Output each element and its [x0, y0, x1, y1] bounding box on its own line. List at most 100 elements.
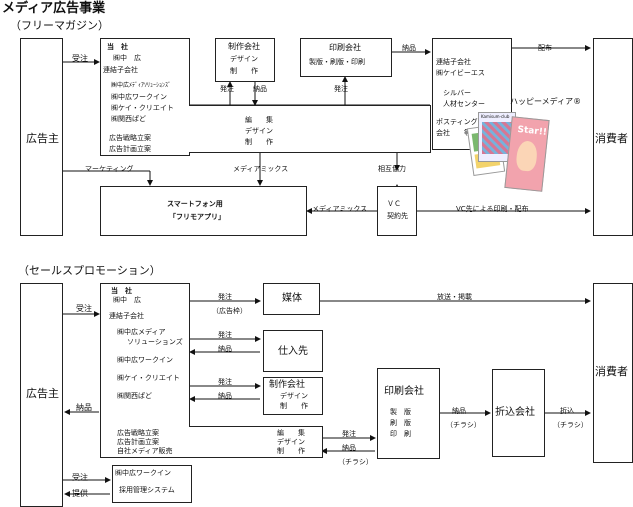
- workin-box: ㈱中広ワークイン 採用管理システム: [112, 465, 192, 503]
- subsidiary-box-line: ㈱ケイビーエス: [436, 69, 485, 77]
- consumer-label: 消費者: [595, 365, 628, 378]
- editing-region-2: 編 集 デザイン 制 作: [189, 426, 323, 458]
- order-out-label: 発注: [220, 85, 234, 93]
- posting-line: 会社 等: [436, 129, 471, 137]
- subsidiary-box-line: 連結子会社: [436, 58, 471, 66]
- flyer-label: （チラシ）: [446, 421, 481, 429]
- advertiser-box-1: 広告主: [20, 38, 63, 236]
- advertiser-label: 広告主: [26, 132, 59, 145]
- company-box-1: 当 社 ㈱中 広 連結子会社 ㈱中広ﾒﾃﾞｨｱｿﾘｭｰｼｮﾝｽﾞ ㈱中広ワークイ…: [100, 38, 190, 156]
- section1-label: （フリーマガジン）: [10, 19, 109, 32]
- magazine-title: Kamisum-club: [481, 114, 510, 119]
- strategy-line: 自社メディア販売: [117, 447, 173, 455]
- media-mix-label-2: メディアミックス: [312, 205, 368, 213]
- consumer-box-2: 消費者: [593, 283, 633, 463]
- editing-line: デザイン: [245, 127, 273, 135]
- order-in-label: 受注: [72, 473, 88, 482]
- editing-line: 編 集: [277, 429, 305, 437]
- delivery-back-label: 納品: [76, 403, 92, 412]
- media-box: 媒体: [263, 283, 320, 315]
- production-line: デザイン: [230, 55, 258, 63]
- workin-label: ㈱中広ワークイン: [115, 469, 171, 477]
- order-out-label: 発注: [334, 85, 348, 93]
- editing-line: デザイン: [277, 438, 305, 446]
- vc-print-label: VC先による印刷・配布: [456, 205, 529, 213]
- silver-line: シルバー: [443, 89, 471, 97]
- strategy-line: 広告戦略立案: [117, 429, 159, 437]
- insert-label: 折込: [560, 407, 574, 415]
- magazine-front-cover: Star!!: [504, 116, 550, 192]
- printing-company-box-1: 印刷会社 製版・刷版・印刷: [300, 38, 392, 77]
- magazine-star-title: Star!!: [516, 124, 548, 138]
- printing-detail: 印 刷: [390, 430, 411, 438]
- production-company-box-2: 制作会社 デザイン 制 作: [263, 377, 323, 415]
- subsidiary: ㈱ケイ・クリエイト: [111, 104, 174, 112]
- flyer-label: （チラシ）: [553, 421, 588, 429]
- delivery-label: 納品: [253, 85, 267, 93]
- insert-company-label: 折込会社: [495, 407, 535, 418]
- order-out-label: 発注: [218, 378, 232, 386]
- supplier-label: 仕入先: [278, 346, 308, 357]
- consumer-box-1: 消費者: [593, 38, 633, 236]
- advertiser-label: 広告主: [26, 387, 59, 400]
- posting-line: ポスティング: [436, 118, 478, 126]
- production-line: デザイン: [280, 392, 308, 400]
- company-line: 当 社: [107, 43, 128, 51]
- advertiser-box-2: 広告主: [20, 283, 63, 507]
- delivery-label: 納品: [452, 407, 466, 415]
- provide-label: 提供: [72, 489, 88, 498]
- app-box: スマートフォン用 「フリモアプリ」: [100, 186, 307, 236]
- subsidiary: ㈱中広ワークイン: [117, 356, 173, 364]
- production-line: 制 作: [230, 67, 258, 75]
- order-out-label: 発注: [218, 293, 232, 301]
- magazine-illustration: Kamisum-club Star!!: [466, 110, 550, 200]
- marketing-label: マーケティング: [85, 165, 134, 173]
- editing-region-1: 編 集 デザイン 制 作: [189, 105, 431, 153]
- app-line: スマートフォン用: [167, 200, 223, 208]
- printing-detail: 刷 版: [390, 419, 411, 427]
- printing-company-label: 印刷会社: [329, 43, 361, 52]
- delivery-label: 納品: [218, 345, 232, 353]
- subsidiary: ㈱関西ぱど: [117, 392, 152, 400]
- strategy-line: 広告戦略立案: [109, 134, 151, 142]
- company-line: 連結子会社: [103, 66, 138, 74]
- subsidiary: ㈱中広ワークイン: [111, 93, 167, 101]
- company-line: ㈱中 広: [113, 296, 141, 304]
- flyer-label: （チラシ）: [338, 458, 373, 466]
- delivery-label: 納品: [402, 44, 416, 52]
- vc-box: ＶＣ 契約先: [377, 186, 417, 236]
- subsidiary: ソリューションズ: [127, 338, 183, 346]
- production-line: 制作会社: [269, 380, 306, 390]
- production-company-box-1: 制作会社 デザイン 制 作: [215, 38, 275, 82]
- company-box-2: 当 社 ㈱中 広 連結子会社 ㈱中広メディア ソリューションズ ㈱中広ワークイン…: [100, 283, 190, 458]
- mutual-cooperation-label: 相互協力: [378, 165, 406, 173]
- subsidiary: ㈱ケイ・クリエイト: [117, 374, 180, 382]
- section2-label: （セールスプロモーション）: [18, 264, 161, 277]
- printing-company-label: 印刷会社: [384, 386, 424, 397]
- order-in-label: 受注: [72, 54, 88, 63]
- supplier-box: 仕入先: [263, 330, 323, 372]
- editing-line: 編 集: [245, 116, 273, 124]
- strategy-line: 広告計画立案: [109, 145, 151, 153]
- printing-detail: 製版・刷版・印刷: [309, 58, 365, 66]
- media-mix-label: メディアミックス: [233, 165, 289, 173]
- company-line: 連結子会社: [109, 312, 144, 320]
- page-title: メディア広告事業: [2, 1, 106, 16]
- consumer-label: 消費者: [595, 132, 628, 145]
- order-in-label: 受注: [76, 304, 92, 313]
- order-out-label: 発注: [218, 331, 232, 339]
- subsidiary: ㈱中広メディア: [117, 328, 166, 336]
- company-line: ㈱中 広: [113, 54, 141, 62]
- production-line: 制作会社: [228, 42, 260, 51]
- media-label: 媒体: [282, 293, 302, 304]
- vc-line: ＶＣ: [387, 200, 401, 208]
- distribution-label: 配布: [538, 44, 552, 52]
- order-out-label: 発注: [342, 430, 356, 438]
- production-line: 制 作: [280, 402, 308, 410]
- subsidiary: ㈱関西ぱど: [111, 115, 146, 123]
- printing-detail: 製 版: [390, 408, 411, 416]
- recruit-system-label: 採用管理システム: [119, 486, 175, 494]
- silver-line: 人材センター: [443, 100, 485, 108]
- editing-line: 制 作: [245, 138, 273, 146]
- editing-line: 制 作: [277, 447, 305, 455]
